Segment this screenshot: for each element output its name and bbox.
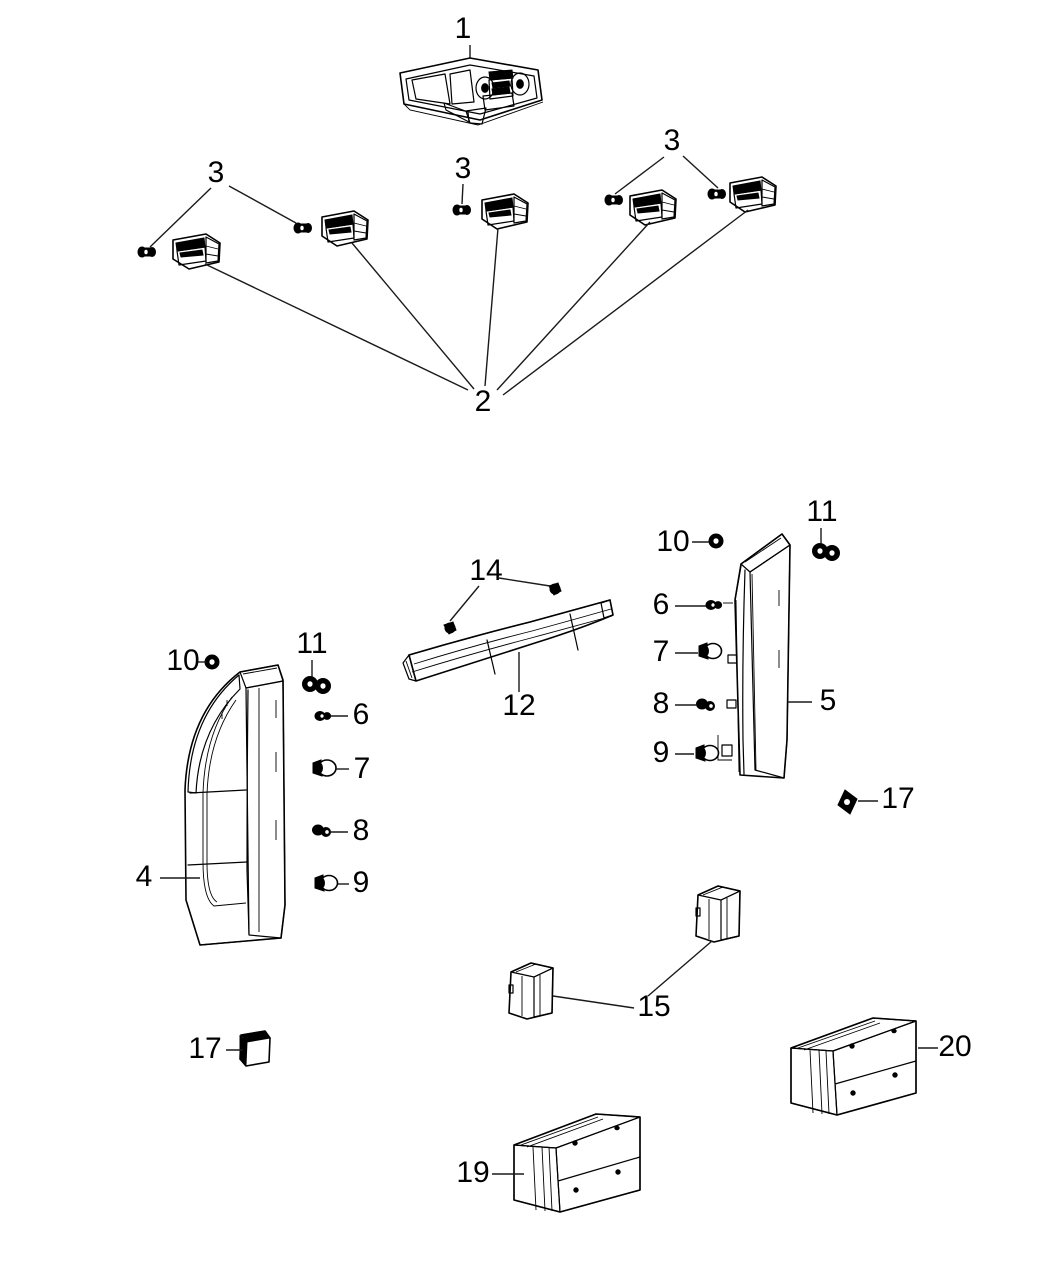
clearance-lamp-e[interactable] <box>729 176 777 213</box>
callout-label-10-left: 10 <box>166 644 199 677</box>
part-6-bulb-right[interactable] <box>675 600 723 610</box>
callout-label-19: 19 <box>456 1156 489 1189</box>
callout-label-12: 12 <box>502 689 535 722</box>
leader-line-3-c1 <box>614 156 665 195</box>
callout-label-10-right: 10 <box>656 525 689 558</box>
callout-label-3-c: 3 <box>664 124 681 157</box>
part-10-right-lamp-nut[interactable] <box>692 533 724 549</box>
clearance-lamp-nut-b[interactable] <box>293 222 312 234</box>
part-9-bulb-left[interactable] <box>314 874 349 892</box>
leader-line-2-c <box>484 227 499 387</box>
part-2-clearance-lamp-group[interactable] <box>172 176 777 396</box>
clearance-lamp-nut-c[interactable] <box>452 204 471 216</box>
license-lamp-b[interactable] <box>695 885 741 943</box>
callout-label-8-right: 8 <box>653 687 670 720</box>
callout-label-11-right: 11 <box>806 495 837 528</box>
part-8-bulb-right[interactable] <box>675 698 715 711</box>
callout-label-9-right: 9 <box>653 736 670 769</box>
part-8-bulb-left[interactable] <box>312 824 349 837</box>
callout-label-6-right: 6 <box>653 588 670 621</box>
license-lamp-a[interactable] <box>508 962 554 1020</box>
leader-line-3-c2 <box>682 155 719 189</box>
part-4-left-tail-lamp-assembly[interactable] <box>160 664 286 946</box>
callout-label-7-right: 7 <box>653 635 670 668</box>
clearance-lamp-nut-a[interactable] <box>137 246 156 258</box>
callout-label-6-left: 6 <box>353 698 370 731</box>
clearance-lamp-b[interactable] <box>321 210 369 247</box>
callout-label-7-left: 7 <box>354 752 371 785</box>
part-20-rear-lamp-box-right[interactable] <box>790 1017 938 1116</box>
callout-label-14: 14 <box>469 554 502 587</box>
part-17-plug-cap-right[interactable] <box>837 789 878 815</box>
clearance-lamp-nut-e[interactable] <box>707 188 726 200</box>
part-3-clearance-lamp-nut-group[interactable] <box>137 155 726 258</box>
clearance-lamp-c[interactable] <box>481 193 529 230</box>
part-19-rear-lamp-box-left[interactable] <box>492 1113 641 1213</box>
callout-label-1: 1 <box>455 12 472 45</box>
leader-line-2-b <box>351 242 475 390</box>
leader-line-14-a <box>449 585 480 622</box>
leader-line-3-a1 <box>149 187 212 248</box>
part-12-center-high-mount-stop-lamp[interactable] <box>402 599 614 692</box>
callout-label-3-b: 3 <box>455 152 472 185</box>
part-15-license-lamp-group[interactable] <box>508 885 741 1020</box>
part-5-right-tail-lamp-assembly[interactable] <box>717 533 812 779</box>
part-1-cab-roof-marker-lamp[interactable] <box>399 45 544 126</box>
leader-line-3-a2 <box>228 185 297 224</box>
callout-label-3-a: 3 <box>208 156 225 189</box>
callout-label-17-left: 17 <box>188 1032 221 1065</box>
leader-line-2-e <box>502 209 749 396</box>
callout-label-8-left: 8 <box>353 814 370 847</box>
callout-label-11-left: 11 <box>296 627 327 660</box>
callout-label-20: 20 <box>938 1030 971 1063</box>
callout-label-5: 5 <box>820 684 837 717</box>
callout-label-9-left: 9 <box>353 866 370 899</box>
part-14-chmsl-screws[interactable] <box>443 577 562 635</box>
leader-line-14-b <box>498 577 551 587</box>
callout-label-15: 15 <box>637 990 670 1023</box>
part-11-left-lamp-screws[interactable] <box>302 660 331 694</box>
leader-line-2-d <box>496 221 651 391</box>
callout-label-4: 4 <box>136 860 153 893</box>
leader-line-15-a <box>552 995 635 1009</box>
part-7-bulb-right[interactable] <box>675 642 723 660</box>
part-10-left-lamp-nut[interactable] <box>198 654 220 670</box>
callout-label-17-right: 17 <box>881 782 914 815</box>
leader-line-15-b <box>647 940 713 997</box>
clearance-lamp-d[interactable] <box>629 189 677 226</box>
part-6-bulb-left[interactable] <box>314 711 348 721</box>
part-11-right-lamp-screws[interactable] <box>812 528 840 561</box>
part-17-plug-cap-left[interactable] <box>226 1030 271 1067</box>
part-9-bulb-right[interactable] <box>675 744 720 762</box>
part-7-bulb-left[interactable] <box>312 759 349 777</box>
clearance-lamp-nut-d[interactable] <box>604 194 623 206</box>
leader-line-2-a <box>204 263 469 391</box>
clearance-lamp-a[interactable] <box>172 233 221 270</box>
callout-label-2: 2 <box>475 385 492 418</box>
leader-line-3-b <box>461 183 464 205</box>
